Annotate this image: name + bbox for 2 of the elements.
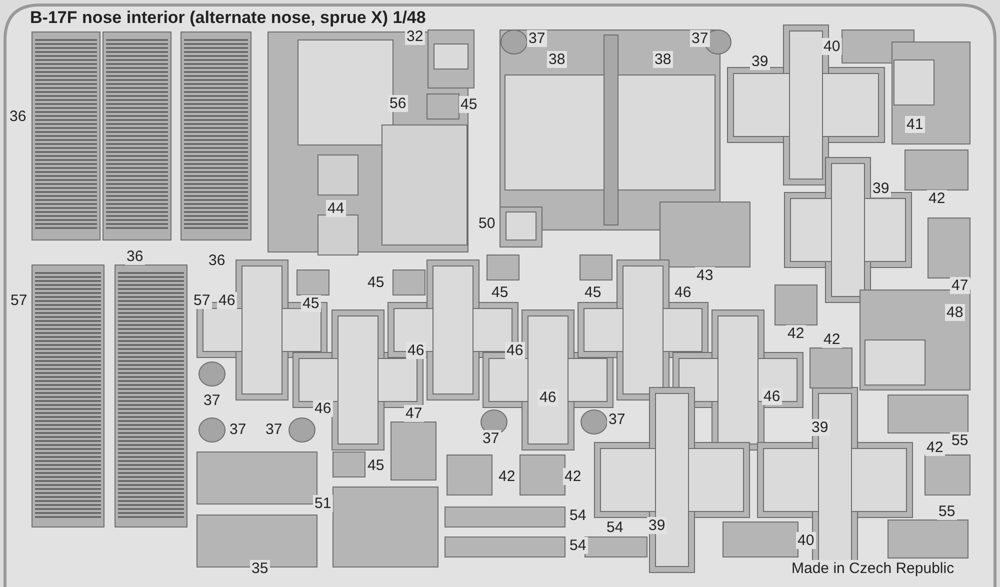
- sheet-title: B-17F nose interior (alternate nose, sprue X) 1/48: [30, 8, 426, 28]
- origin-note: Made in Czech Republic: [790, 560, 956, 576]
